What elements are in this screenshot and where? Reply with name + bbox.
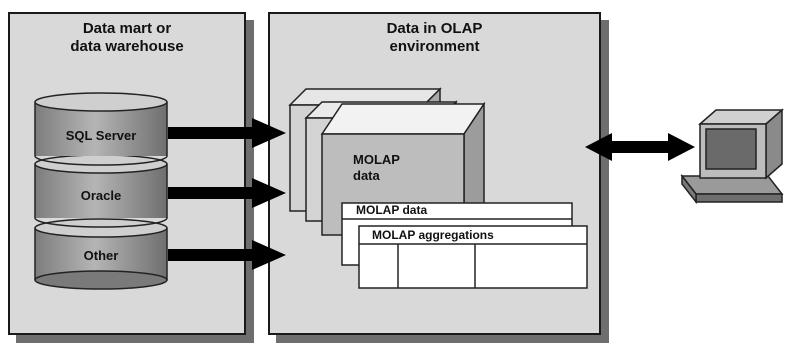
source-label-oracle: Oracle xyxy=(80,188,122,203)
cylinder-oracle xyxy=(34,154,168,228)
cylinder-other xyxy=(34,218,168,290)
molap-aggregations-table-label: MOLAP aggregations xyxy=(372,228,494,242)
computer-terminal-icon xyxy=(680,108,784,205)
olap-environment-title: Data in OLAP environment xyxy=(270,20,599,56)
olap-environment-title-line1: Data in OLAP xyxy=(386,20,483,37)
molap-aggregations-table xyxy=(358,225,588,289)
arrow-oracle xyxy=(168,178,286,208)
olap-environment-title-line2: environment xyxy=(389,38,480,55)
molap-cube-label-line2: data xyxy=(353,168,380,183)
data-warehouse-title-line1: Data mart or xyxy=(82,20,172,37)
molap-tables xyxy=(341,202,588,289)
data-warehouse-title-line2: data warehouse xyxy=(70,38,184,55)
data-warehouse-title: Data mart or data warehouse xyxy=(10,20,244,56)
arrow-sql-server xyxy=(168,118,286,148)
cylinder-sql-server xyxy=(34,92,168,166)
client-double-arrow xyxy=(585,133,695,161)
arrow-other xyxy=(168,240,286,270)
molap-data-table-label: MOLAP data xyxy=(356,203,428,217)
molap-cube-label: MOLAP data xyxy=(353,152,400,184)
source-label-other: Other xyxy=(83,248,119,263)
source-label-sql-server: SQL Server xyxy=(65,128,137,143)
molap-cube-label-line1: MOLAP xyxy=(353,152,400,167)
source-arrows xyxy=(168,118,286,270)
